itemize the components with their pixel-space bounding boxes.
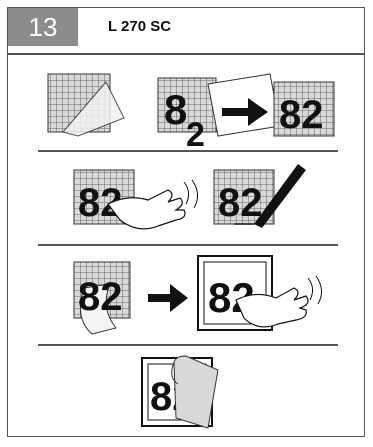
overlay-sheet-icon [208, 74, 280, 136]
result-82: 82 [279, 93, 324, 137]
arrow-right-icon [148, 284, 188, 312]
instruction-card: 13 L 270 SC 8 2 82 82 [7, 7, 365, 437]
step-1-panel: 8 2 82 [8, 56, 366, 146]
digit-8: 8 [164, 86, 187, 133]
section-divider-3 [38, 344, 338, 346]
step-3-panel: 82 82 [8, 248, 366, 340]
grid-sheet-82-icon: 82 [274, 82, 334, 137]
digit-2: 2 [186, 116, 205, 146]
model-label: L 270 SC [108, 18, 171, 35]
svg-text:82: 82 [218, 181, 263, 225]
grid-sheet-with-8-icon: 8 2 [158, 78, 216, 146]
step-4-panel: 82 [8, 348, 366, 436]
svg-text:82: 82 [78, 275, 123, 319]
header-divider [8, 53, 364, 55]
section-divider-2 [38, 244, 338, 246]
grid-sheet-icon [48, 74, 124, 136]
step-number-badge: 13 [8, 8, 78, 46]
section-divider-1 [38, 150, 338, 152]
peel-sheet-icon: 82 [74, 262, 130, 334]
step-2-panel: 82 82 [8, 154, 366, 240]
